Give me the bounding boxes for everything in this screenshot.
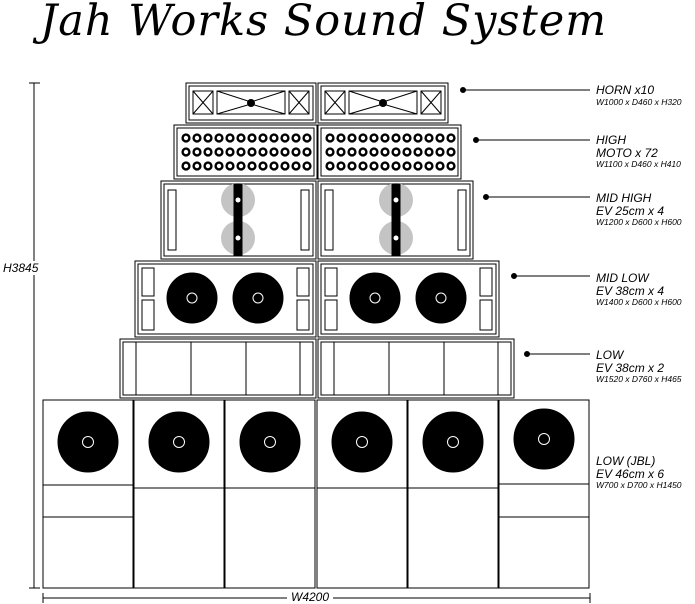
horn-cabinet-left bbox=[185, 82, 317, 124]
height-dimension-label: H3845 bbox=[3, 261, 39, 275]
component-size: W1100 x D460 x H410 bbox=[596, 159, 681, 170]
component-spec: EV 25cm x 4 bbox=[596, 203, 665, 218]
component-size: W1400 x D600 x H600 bbox=[596, 297, 682, 308]
label-high: HIGH MOTO x 72 W1100 x D460 x H410 bbox=[596, 134, 681, 169]
low-jbl-cabinet bbox=[224, 399, 316, 589]
component-spec: EV 46cm x 6 bbox=[596, 466, 665, 481]
component-spec: MOTO x 72 bbox=[596, 145, 658, 160]
height-dimension-line bbox=[29, 82, 40, 589]
low-cabinet-right bbox=[317, 338, 515, 399]
page-title: Jah Works Sound System bbox=[40, 0, 607, 46]
label-low: LOW EV 38cm x 2 W1520 x D760 x H465 bbox=[596, 349, 682, 384]
label-horn: HORN x10 W1000 x D460 x H320 bbox=[596, 84, 682, 107]
mid-high-cabinet-right bbox=[317, 180, 474, 260]
label-mid-low: MID LOW EV 38cm x 4 W1400 x D600 x H600 bbox=[596, 272, 682, 307]
low-jbl-cabinet bbox=[133, 399, 225, 589]
component-size: W700 x D700 x H1450 bbox=[596, 480, 682, 491]
component-spec: EV 38cm x 4 bbox=[596, 283, 665, 298]
component-size: W1200 x D600 x H600 bbox=[596, 217, 682, 228]
component-spec: EV 38cm x 2 bbox=[596, 360, 665, 375]
component-name: HIGH bbox=[596, 133, 626, 147]
horn-cabinet-right bbox=[317, 82, 449, 124]
mid-low-cabinet-left bbox=[134, 260, 317, 338]
low-jbl-cabinet bbox=[498, 399, 590, 589]
leader-lines bbox=[460, 87, 590, 357]
label-mid-high: MID HIGH EV 25cm x 4 W1200 x D600 x H600 bbox=[596, 192, 682, 227]
low-cabinet-left bbox=[119, 338, 317, 399]
component-size: W1520 x D760 x H465 bbox=[596, 374, 682, 385]
component-name: HORN x10 bbox=[596, 83, 655, 97]
high-cabinet-left bbox=[173, 124, 318, 180]
mid-high-cabinet-left bbox=[160, 180, 317, 260]
low-jbl-cabinet bbox=[42, 399, 134, 589]
mid-low-cabinet-right bbox=[317, 260, 500, 338]
low-jbl-cabinet bbox=[407, 399, 499, 589]
high-cabinet-right bbox=[317, 124, 462, 180]
component-name: MID LOW bbox=[596, 271, 649, 285]
label-low-jbl: LOW (JBL) EV 46cm x 6 W700 x D700 x H145… bbox=[596, 455, 682, 490]
component-name: MID HIGH bbox=[596, 191, 652, 205]
low-jbl-cabinet bbox=[316, 399, 408, 589]
component-name: LOW (JBL) bbox=[596, 454, 656, 468]
component-size: W1000 x D460 x H320 bbox=[596, 96, 682, 107]
component-name: LOW bbox=[596, 348, 624, 362]
width-dimension-label: W4200 bbox=[287, 590, 334, 604]
